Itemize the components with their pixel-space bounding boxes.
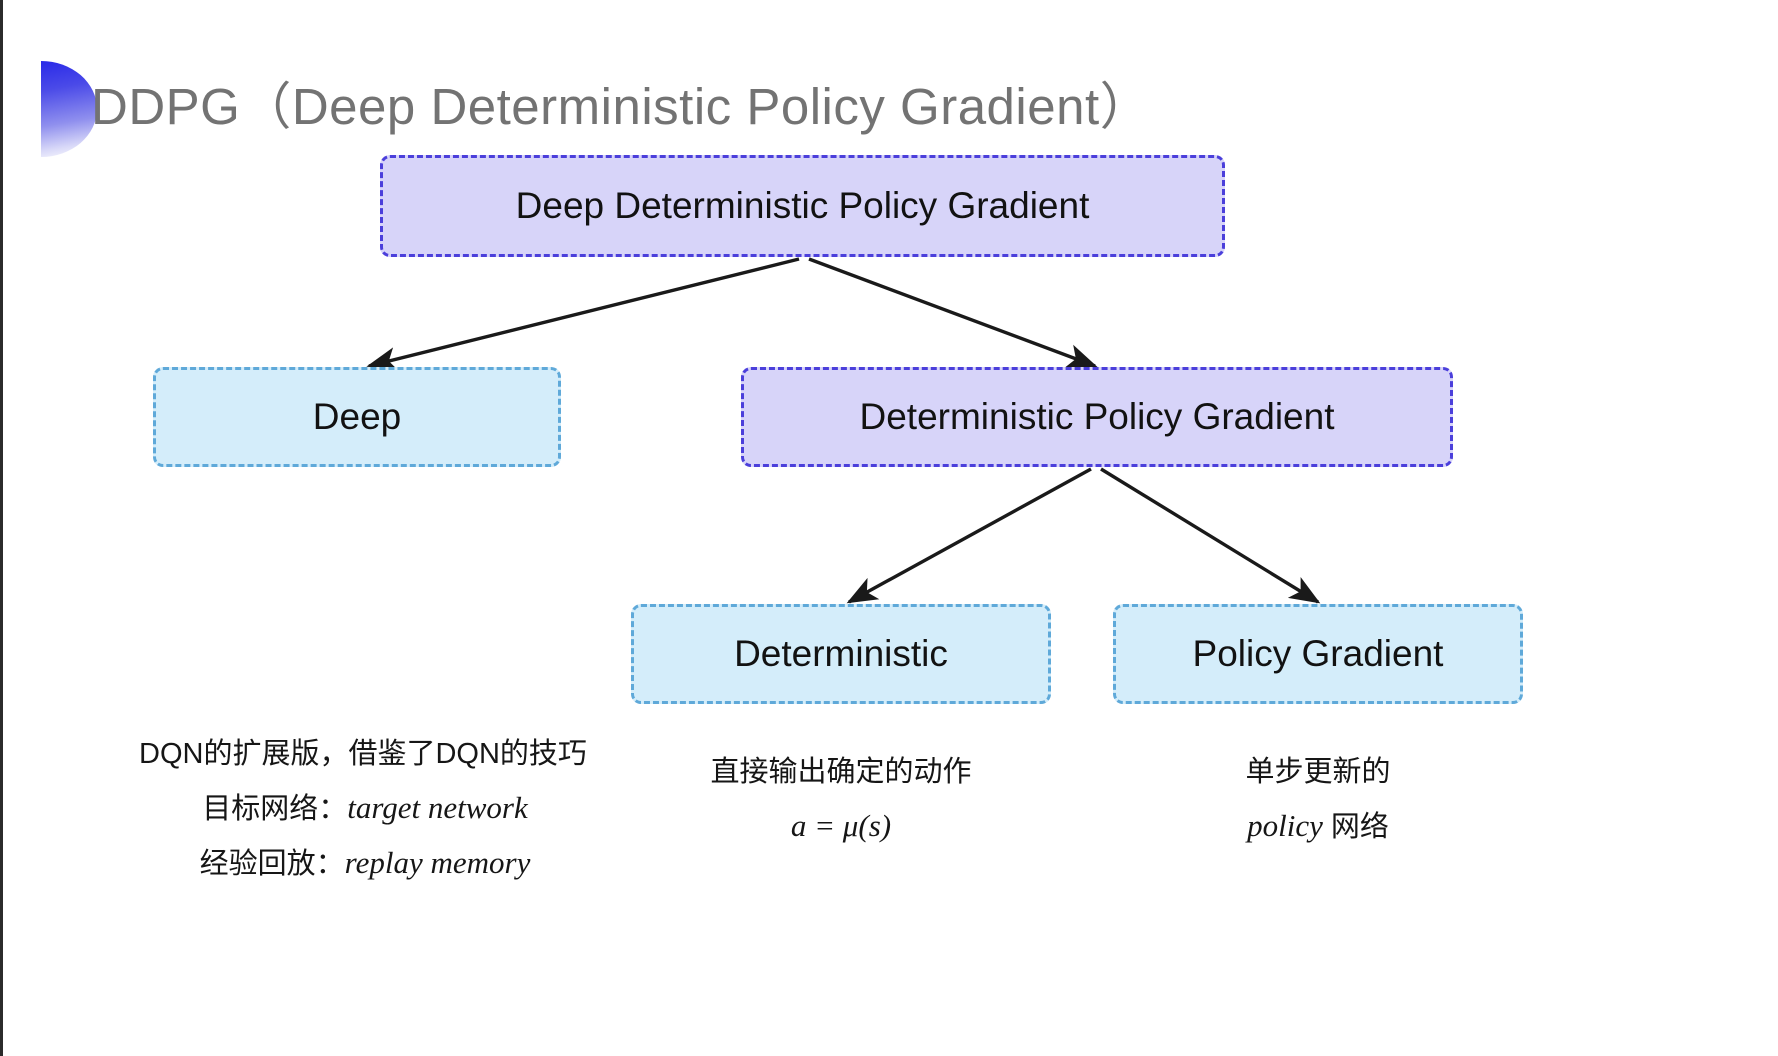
edge-dpg-to-policygradient (1100, 467, 1321, 604)
annotation-deep-line3: 经验回放：replay memory (133, 836, 593, 891)
node-label: Policy Gradient (1192, 633, 1444, 674)
annotation-policy-gradient: 单步更新的 policy 网络 (1113, 745, 1523, 854)
annotation-deep-line2: 目标网络：target network (133, 781, 593, 836)
node-label: Deterministic (734, 633, 948, 674)
annotation-policy-gradient-tail: 网络 (1322, 811, 1389, 843)
annotation-deterministic-formula: a = μ(s) (790, 808, 892, 843)
annotation-deterministic-line1: 直接输出确定的动作 (710, 756, 972, 788)
annotation-policy-gradient-term: policy (1247, 808, 1323, 843)
node-label: Deep (312, 396, 402, 437)
annotation-deep: DQN的扩展版，借鉴了DQN的技巧 目标网络：target network 经验… (133, 727, 593, 891)
gradient-half-circle-bullet-icon (41, 61, 97, 157)
edge-dpg-to-deterministic (846, 467, 1092, 604)
node-deterministic[interactable]: Deterministic (631, 604, 1051, 704)
annotation-deep-line2-term: target network (347, 790, 528, 825)
annotation-deep-line2-label: 目标网络： (202, 793, 348, 825)
node-deep[interactable]: Deep (153, 367, 561, 467)
annotation-deep-line3-label: 经验回放： (199, 848, 345, 880)
annotation-deterministic: 直接输出确定的动作 a = μ(s) (631, 745, 1051, 853)
annotation-policy-gradient-line2: policy 网络 (1113, 799, 1523, 854)
annotation-deep-line1: DQN的扩展版，借鉴了DQN的技巧 (139, 738, 587, 770)
node-deterministic-policy-gradient[interactable]: Deterministic Policy Gradient (741, 367, 1453, 467)
edge-root-to-deep (366, 257, 800, 372)
page-title: DDPG（Deep Deterministic Policy Gradient） (91, 78, 1152, 135)
edge-root-to-dpg (808, 257, 1098, 368)
node-deep-deterministic-policy-gradient[interactable]: Deep Deterministic Policy Gradient (380, 155, 1225, 257)
annotation-policy-gradient-line1: 单步更新的 (1245, 756, 1391, 788)
node-label: Deterministic Policy Gradient (859, 396, 1335, 437)
node-label: Deep Deterministic Policy Gradient (515, 185, 1090, 226)
annotation-deep-line3-term: replay memory (344, 845, 531, 880)
node-policy-gradient[interactable]: Policy Gradient (1113, 604, 1523, 704)
